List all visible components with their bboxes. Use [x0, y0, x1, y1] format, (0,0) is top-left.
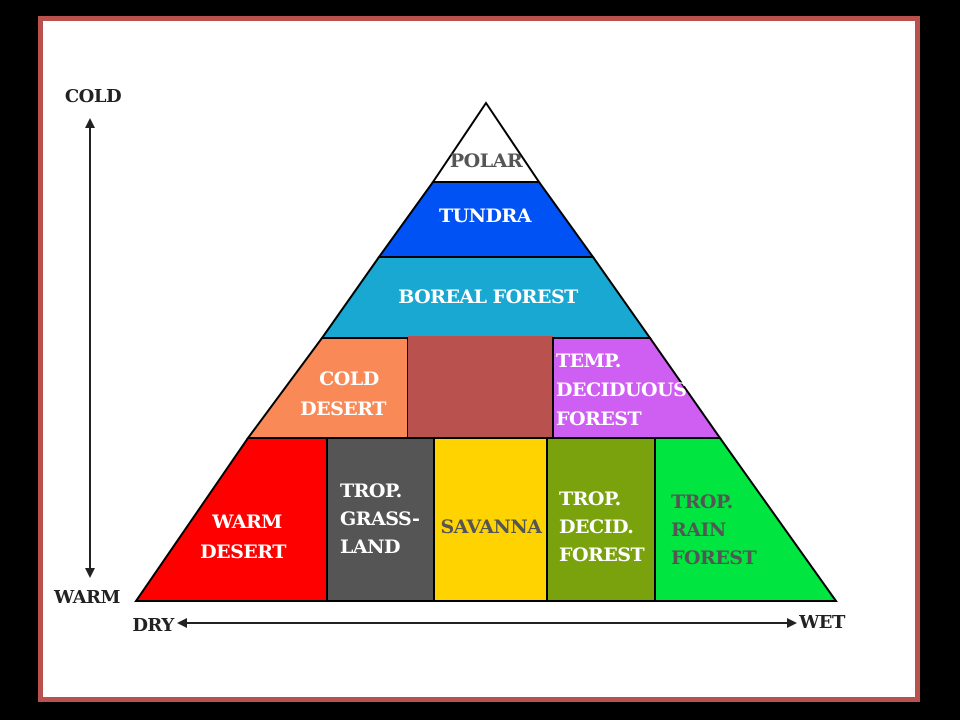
tundra-label: TUNDRA: [439, 205, 532, 227]
boreal-forest-label: BOREAL FOREST: [398, 286, 578, 308]
empty-middle-block: [408, 336, 553, 440]
trop-decid-forest-block: [546, 437, 656, 602]
savanna-block: [433, 437, 548, 602]
trop-rain-forest-label: TROP. RAIN FOREST: [671, 491, 757, 569]
cold-desert-label: COLD DESERT: [300, 368, 386, 420]
warm-desert-label: WARM DESERT: [200, 511, 288, 563]
trop-grassland-block: [326, 437, 435, 602]
trop-decid-forest-label: TROP. DECID. FOREST: [559, 488, 645, 566]
axis-label-warm: WARM: [53, 587, 120, 608]
trop-grassland-label: TROP. GRASS- LAND: [340, 480, 426, 558]
axis-label-cold: COLD: [65, 86, 121, 107]
axis-label-wet: WET: [798, 612, 846, 633]
axis-label-dry: DRY: [132, 615, 175, 636]
temp-deciduous-forest-label: TEMP. DECIDUOUS FOREST: [556, 350, 692, 430]
polar-label: POLAR: [450, 150, 523, 172]
savanna-label: SAVANNA: [440, 516, 542, 538]
trop-rain-forest-block: [654, 437, 838, 602]
